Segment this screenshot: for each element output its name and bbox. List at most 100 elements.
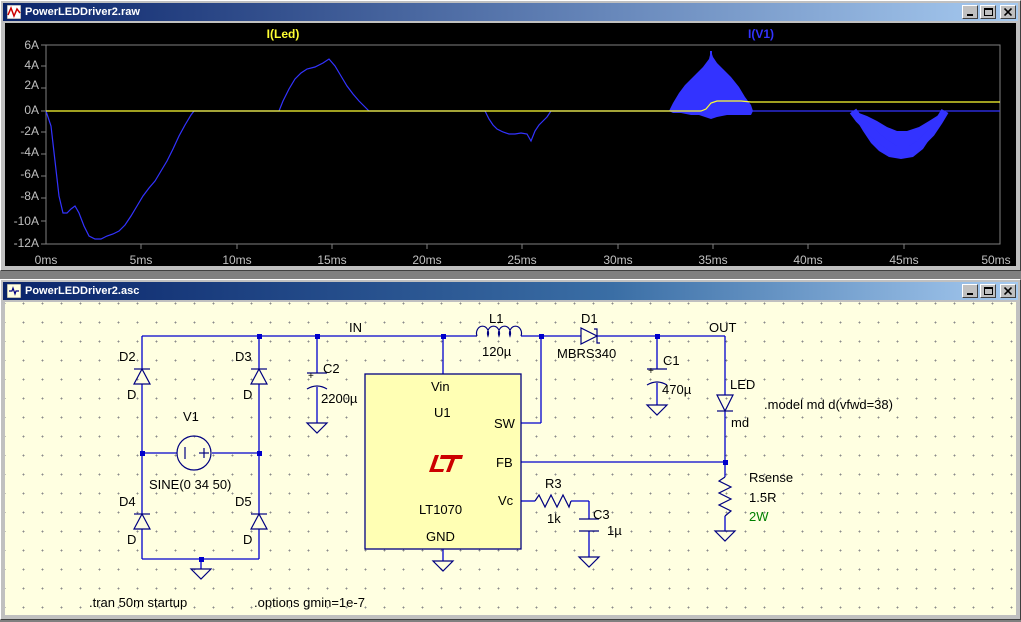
u1-part[interactable]: LT1070	[419, 502, 462, 517]
c2-value[interactable]: 2200µ	[321, 391, 358, 406]
rsense-value[interactable]: 1.5R	[749, 490, 776, 505]
plus-sign: +	[648, 366, 654, 377]
trace-label-v1[interactable]: I(V1)	[748, 27, 774, 41]
ground-symbol	[577, 556, 601, 568]
y-tick-label: 0A	[24, 103, 39, 117]
close-button[interactable]	[1000, 5, 1016, 19]
d2-name[interactable]: D2	[119, 349, 136, 364]
close-button[interactable]	[1000, 284, 1016, 298]
d3-value[interactable]: D	[243, 387, 252, 402]
junctions	[140, 334, 728, 562]
maximize-icon	[983, 8, 993, 16]
y-tick-label: -4A	[20, 145, 39, 159]
ic-u1[interactable]	[364, 373, 522, 550]
x-tick-label: 35ms	[698, 253, 727, 266]
u1-name[interactable]: U1	[434, 405, 451, 420]
c2-name[interactable]: C2	[323, 361, 340, 376]
y-tick-label: 6A	[24, 38, 39, 52]
l1-value[interactable]: 120µ	[482, 344, 512, 359]
d1-name[interactable]: D1	[581, 311, 598, 326]
plot-frame	[45, 44, 1001, 245]
capacitor-c1[interactable]	[646, 368, 668, 386]
ground-symbol	[645, 404, 669, 416]
c3-value[interactable]: 1µ	[607, 523, 622, 538]
d5-name[interactable]: D5	[235, 494, 252, 509]
x-tick-label: 30ms	[603, 253, 632, 266]
options-directive[interactable]: .options gmin=1e-7	[254, 595, 365, 610]
schematic-drawing[interactable]: + + IN OUT LED D2 D D3 D	[5, 302, 1016, 617]
trace-label-led[interactable]: I(Led)	[267, 27, 300, 41]
ripple-band-trough	[851, 111, 947, 159]
u1-pin-vin: Vin	[431, 379, 450, 394]
plot-titlebar[interactable]: PowerLEDDriver2.raw	[3, 3, 1018, 21]
diode-d5[interactable]	[250, 512, 268, 530]
x-tick-label: 20ms	[412, 253, 441, 266]
d1-value[interactable]: MBRS340	[557, 346, 616, 361]
diode-d2[interactable]	[133, 367, 151, 385]
schematic-window-title: PowerLEDDriver2.asc	[25, 285, 140, 297]
trace-led[interactable]	[46, 100, 1000, 112]
maximize-button[interactable]	[980, 5, 996, 19]
d4-value[interactable]: D	[127, 532, 136, 547]
x-tick-label: 10ms	[222, 253, 251, 266]
plus-sign: +	[308, 371, 314, 382]
diode-d1[interactable]	[580, 327, 600, 345]
voltage-source-v1[interactable]	[176, 435, 212, 471]
y-tick-label: -10A	[14, 214, 39, 228]
rsense-name[interactable]: Rsense	[749, 470, 793, 485]
x-tick-label: 40ms	[793, 253, 822, 266]
resistor-r3[interactable]	[534, 493, 572, 509]
maximize-button[interactable]	[980, 284, 996, 298]
tran-directive[interactable]: .tran 50m startup	[89, 595, 187, 610]
x-tick-label: 45ms	[889, 253, 918, 266]
diode-d4[interactable]	[133, 512, 151, 530]
y-tick-label: -2A	[20, 124, 39, 138]
model-directive[interactable]: .model md d(vfwd=38)	[764, 397, 893, 412]
minimize-button[interactable]	[962, 5, 978, 19]
lt-logo-icon	[429, 455, 463, 472]
inductor-l1[interactable]	[475, 325, 523, 338]
v1-value[interactable]: SINE(0 34 50)	[149, 477, 231, 492]
net-label-in[interactable]: IN	[349, 320, 362, 335]
trace-v1[interactable]	[45, 51, 1000, 240]
d4-name[interactable]: D4	[119, 494, 136, 509]
led-model[interactable]: md	[731, 415, 749, 430]
x-tick-label: 50ms	[981, 253, 1010, 266]
y-tick-label: 4A	[24, 58, 39, 72]
diode-d3[interactable]	[250, 367, 268, 385]
r3-name[interactable]: R3	[545, 476, 562, 491]
u1-pin-fb: FB	[496, 455, 513, 470]
plot-area[interactable]: I(Led) I(V1) 6A 4A 2A 0A -2A -4A -6A -8A…	[5, 23, 1016, 267]
maximize-icon	[983, 287, 993, 295]
schematic-canvas[interactable]: + + IN OUT LED D2 D D3 D	[5, 302, 1016, 615]
capacitor-c3[interactable]	[579, 518, 599, 532]
wires	[141, 335, 726, 569]
minimize-button[interactable]	[962, 284, 978, 298]
waveform-icon	[7, 5, 21, 19]
diode-led[interactable]	[716, 394, 734, 413]
u1-pin-vc: Vc	[498, 493, 514, 508]
l1-name[interactable]: L1	[489, 311, 503, 326]
c1-name[interactable]: C1	[663, 353, 680, 368]
plot-window-title: PowerLEDDriver2.raw	[25, 6, 140, 18]
resistor-rsense[interactable]	[717, 476, 733, 517]
waveform-plot[interactable]: I(Led) I(V1) 6A 4A 2A 0A -2A -4A -6A -8A…	[5, 23, 1016, 267]
d2-value[interactable]: D	[127, 387, 136, 402]
net-label-out[interactable]: OUT	[709, 320, 737, 335]
d5-value[interactable]: D	[243, 532, 252, 547]
d3-name[interactable]: D3	[235, 349, 252, 364]
close-icon	[1004, 287, 1012, 295]
v1-name[interactable]: V1	[183, 409, 199, 424]
minimize-icon	[967, 293, 973, 295]
rsense-power[interactable]: 2W	[749, 509, 769, 524]
led-label[interactable]: LED	[730, 377, 755, 392]
schematic-titlebar[interactable]: PowerLEDDriver2.asc	[3, 282, 1018, 300]
x-tick-label: 25ms	[507, 253, 536, 266]
capacitor-c2[interactable]	[306, 372, 328, 390]
x-tick-label: 5ms	[130, 253, 153, 266]
y-tick-label: 2A	[24, 78, 39, 92]
r3-value[interactable]: 1k	[547, 511, 561, 526]
c1-value[interactable]: 470µ	[662, 382, 692, 397]
c3-name[interactable]: C3	[593, 507, 610, 522]
schematic-window: PowerLEDDriver2.asc	[0, 279, 1021, 620]
